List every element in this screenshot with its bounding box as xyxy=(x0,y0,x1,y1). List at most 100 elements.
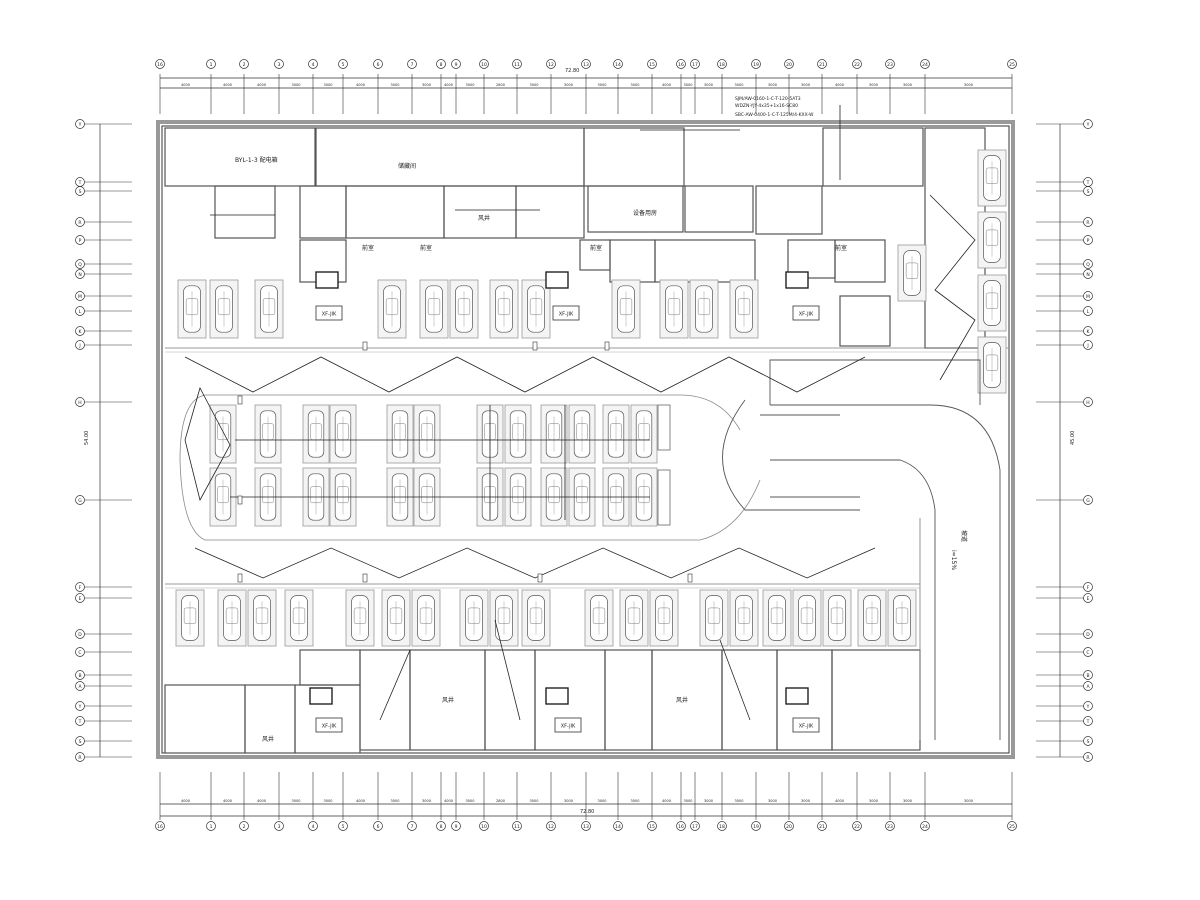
bottom-room-band xyxy=(164,583,921,754)
cable-routes xyxy=(184,105,976,721)
right-axis-label: M xyxy=(1086,294,1090,300)
bottom-segment-label: 3000 xyxy=(704,799,713,803)
left-axis-bubble xyxy=(75,397,85,407)
top-room-wall xyxy=(315,127,585,187)
top-room-wall xyxy=(822,127,924,187)
bottom-axis-bubble xyxy=(338,821,348,831)
bottom-segment-label: 3000 xyxy=(530,799,539,803)
top-segment-label: 3000 xyxy=(684,83,693,87)
bottom-axis-label: 20 xyxy=(786,824,792,830)
column-marker xyxy=(604,341,610,351)
top-right-notes: SJM/AW-0160-1-C-T-120-5AT3 WDZN-YJY-4x35… xyxy=(735,96,814,118)
bottom-axis-label: 25 xyxy=(1009,824,1015,830)
left-axis-bubble xyxy=(75,291,85,301)
right-axis-bubble xyxy=(1083,259,1093,269)
elevator-box xyxy=(785,271,809,289)
top-room-wall xyxy=(345,185,445,239)
column-marker xyxy=(362,341,368,351)
parking-space xyxy=(521,279,551,339)
bottom-segment-label: 3000 xyxy=(735,799,744,803)
right-axis-label: Y xyxy=(1086,122,1090,128)
right-axis-label: Q xyxy=(1086,262,1090,268)
left-axis-label: D xyxy=(78,632,82,638)
top-axis-bubble xyxy=(690,59,700,69)
fire-box-frame xyxy=(792,305,820,321)
parking-space xyxy=(247,589,277,647)
left-axis-label: Q xyxy=(78,262,82,268)
bottom-axis-bubble xyxy=(690,821,700,831)
bottom-axis-bubble xyxy=(784,821,794,831)
left-total: 54.00 xyxy=(84,431,90,445)
bottom-axis-label: 11 xyxy=(514,824,520,830)
fire-box-text: XF-JIK xyxy=(559,312,574,318)
parking-space xyxy=(386,404,414,464)
top-segment-label: 4000 xyxy=(662,83,671,87)
column-marker xyxy=(362,573,368,583)
right-axis-label: B xyxy=(1086,673,1089,679)
top-axis-label: 12 xyxy=(548,62,554,68)
parking-space xyxy=(175,589,205,647)
cable-zigzag-left xyxy=(184,386,231,502)
bottom-axis-label: 15 xyxy=(649,824,655,830)
right-axis-bubble xyxy=(1083,397,1093,407)
bottom-segment-label: 4000 xyxy=(444,799,453,803)
right-axis-label: A xyxy=(1086,684,1090,690)
top-axis-label: 16 xyxy=(157,62,163,68)
bottom-axis-bubble xyxy=(479,821,489,831)
parking-space xyxy=(762,589,792,647)
top-room-wall xyxy=(609,239,656,283)
top-segment-label: 3000 xyxy=(903,83,912,87)
top-axis-label: 4 xyxy=(312,62,315,68)
top-axis-bubble xyxy=(613,59,623,69)
parking-space xyxy=(177,279,207,339)
top-axis-label: 1 xyxy=(210,62,213,68)
left-axis-label: T xyxy=(78,180,82,186)
left-axis-label: M xyxy=(78,294,82,300)
fire-box-text: XF-JIK xyxy=(799,312,814,318)
bottom-segment-label: 3000 xyxy=(422,799,431,803)
top-segment-label: 4000 xyxy=(181,83,190,87)
top-axis-label: 3 xyxy=(278,62,281,68)
parking-space xyxy=(568,404,596,464)
parking-space xyxy=(459,589,489,647)
top-segment-label: 3000 xyxy=(801,83,810,87)
top-segment-label: 3000 xyxy=(631,83,640,87)
room-c-label: 前室 xyxy=(835,244,847,252)
fire-box-text: XF-JIK xyxy=(561,724,576,730)
parking-space xyxy=(284,589,314,647)
bottom-segment-label: 2800 xyxy=(496,799,505,803)
bottom-axis-label: 13 xyxy=(583,824,589,830)
top-axis-bubble xyxy=(407,59,417,69)
left-axis-bubble xyxy=(75,340,85,350)
top-left-note: BYL-1-3 配电箱 xyxy=(235,156,278,164)
right-axis-bubble xyxy=(1083,186,1093,196)
fire-box-frame xyxy=(554,717,582,733)
elevator-box xyxy=(545,271,569,289)
top-axis-label: 13 xyxy=(583,62,589,68)
top-room-band xyxy=(164,127,1008,353)
parking-space xyxy=(489,279,519,339)
branch-line-3 xyxy=(719,639,751,721)
fire-box-text: XF-JIK xyxy=(322,724,337,730)
top-segment-label: 3000 xyxy=(292,83,301,87)
top-room-wall xyxy=(299,185,347,239)
parking-space xyxy=(254,279,284,339)
fire-box-frame xyxy=(552,305,580,321)
parking-spaces xyxy=(175,149,1007,647)
bottom-axis-label: 7 xyxy=(411,824,414,830)
top-segment-label: 3000 xyxy=(391,83,400,87)
top-axis-bubble xyxy=(817,59,827,69)
bottom-segment-label: 3000 xyxy=(466,799,475,803)
column-marker xyxy=(237,573,243,583)
top-axis-bubble xyxy=(885,59,895,69)
left-axis-label: E xyxy=(79,596,82,602)
left-axis-label: F xyxy=(79,585,82,591)
fire-box-frame xyxy=(792,717,820,733)
bottom-axis-label: 9 xyxy=(455,824,458,830)
top-room-wall xyxy=(515,185,585,239)
bottom-room-wall xyxy=(604,649,653,751)
room-labels: 储藏间 BYL-1-3 配电箱 前室 前室 前室 前室 设备用房 风井 风井 风… xyxy=(235,156,968,743)
